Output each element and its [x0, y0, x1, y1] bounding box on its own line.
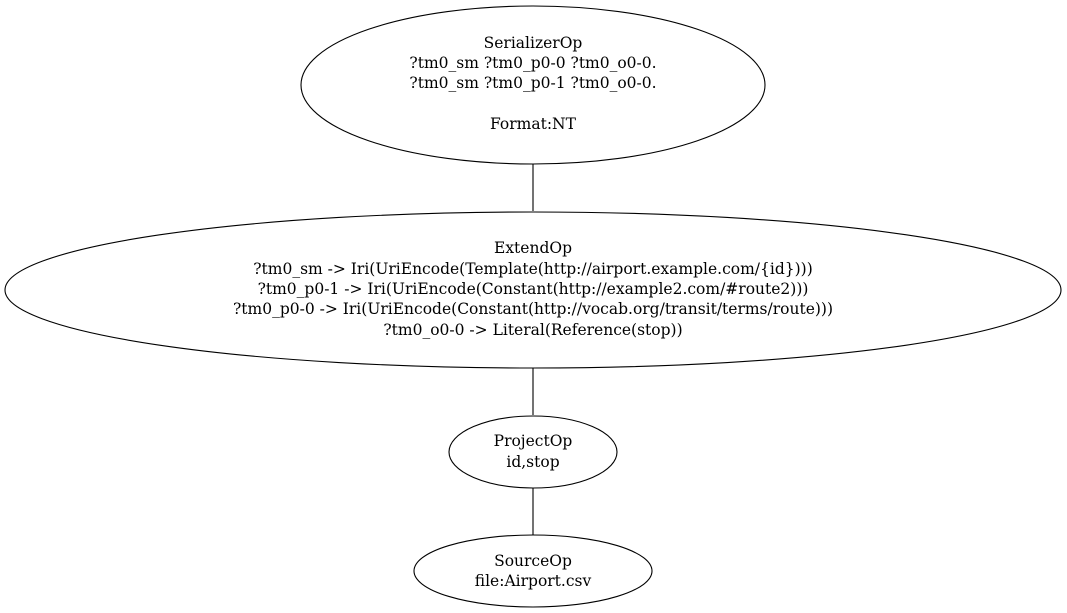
node-serializer-op-title: SerializerOp [484, 34, 583, 52]
node-extend-op-title: ExtendOp [494, 239, 572, 257]
node-extend-op-ellipse [4, 211, 1062, 369]
node-serializer-op-line: ?tm0_sm ?tm0_p0-1 ?tm0_o0-0. [409, 74, 656, 92]
node-source-op-ellipse [413, 534, 653, 608]
node-project-op-title: ProjectOp [494, 432, 573, 450]
node-extend-op-line: ?tm0_p0-0 -> Iri(UriEncode(Constant(http… [233, 300, 833, 318]
node-extend-op-line: ?tm0_p0-1 -> Iri(UriEncode(Constant(http… [258, 280, 809, 298]
node-source-op[interactable]: SourceOp file:Airport.csv [413, 534, 653, 608]
node-source-op-line: file:Airport.csv [475, 572, 592, 590]
node-extend-op[interactable]: ExtendOp ?tm0_sm -> Iri(UriEncode(Templa… [4, 211, 1062, 369]
node-project-op-ellipse [448, 415, 618, 489]
node-serializer-op-line: Format:NT [490, 115, 577, 133]
node-serializer-op[interactable]: SerializerOp ?tm0_sm ?tm0_p0-0 ?tm0_o0-0… [300, 5, 766, 165]
node-serializer-op-line: ?tm0_sm ?tm0_p0-0 ?tm0_o0-0. [409, 54, 656, 72]
node-project-op[interactable]: ProjectOp id,stop [448, 415, 618, 489]
node-extend-op-line: ?tm0_sm -> Iri(UriEncode(Template(http:/… [253, 260, 813, 278]
node-serializer-op-ellipse [300, 5, 766, 165]
node-extend-op-line: ?tm0_o0-0 -> Literal(Reference(stop)) [383, 321, 682, 339]
node-project-op-line: id,stop [506, 453, 559, 471]
node-source-op-title: SourceOp [494, 552, 572, 570]
